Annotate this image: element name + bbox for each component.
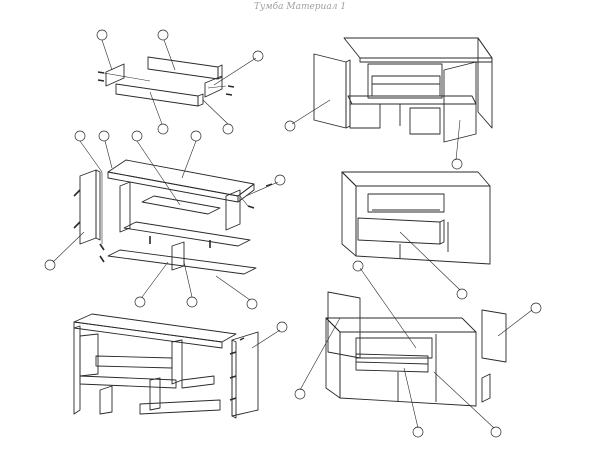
step-1-drawer-exploded <box>96 29 264 135</box>
step-2-cabinet-doors <box>284 37 493 170</box>
step-4-cabinet-drawer <box>341 171 491 300</box>
hardware-markers <box>239 183 273 341</box>
step-3-carcass-exploded <box>44 130 286 310</box>
step-5-side-assembly <box>73 313 288 419</box>
step-6-final-cabinet <box>294 260 542 438</box>
page-title: Тумба Материал 1 <box>253 2 347 12</box>
